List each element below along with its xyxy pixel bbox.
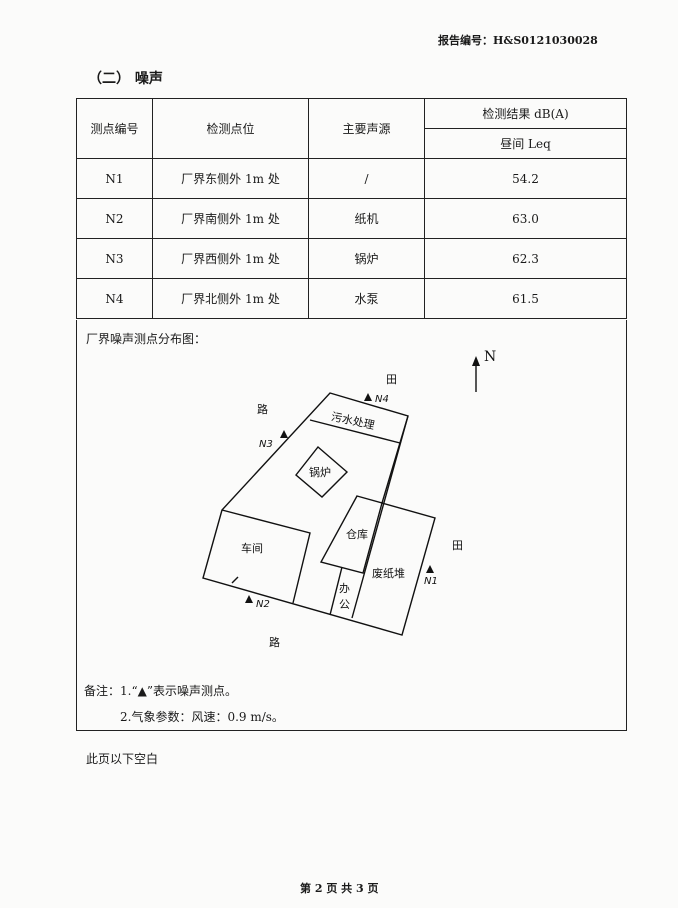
table-row: N4 厂界北侧外 1m 处 水泵 61.5	[76, 278, 627, 319]
page-footer: 第 2 页 共 3 页	[300, 882, 379, 895]
header-point-id: 测点编号	[76, 98, 153, 159]
sewage-divider	[309, 419, 401, 444]
cell-value: 54.2	[424, 158, 627, 199]
table-row: N3 厂界西侧外 1m 处 锅炉 62.3	[76, 238, 627, 279]
office-label-2: 公	[339, 598, 350, 611]
table-header-row: 测点编号 检测点位 主要声源 检测结果 dB(A)	[76, 98, 627, 159]
n3-label: N3	[259, 439, 273, 450]
warehouse-label: 仓库	[346, 527, 368, 541]
warehouse-outline	[319, 495, 383, 574]
header-result-sub: 昼间 Leq	[424, 128, 627, 159]
section-title: （二） 噪声	[88, 71, 163, 87]
cell-location: 厂界南侧外 1m 处	[152, 198, 309, 239]
n1-label: N1	[424, 576, 438, 587]
inner-boundary-line	[351, 415, 409, 619]
noise-table: 测点编号 检测点位 主要声源 检测结果 dB(A) 昼间 Leq N1 厂界东侧…	[76, 98, 627, 319]
road-west-label: 路	[257, 403, 268, 416]
north-arrow-head	[472, 356, 480, 366]
cell-location: 厂界北侧外 1m 处	[152, 278, 309, 319]
header-source: 主要声源	[308, 98, 425, 159]
sewage-label: 污水处理	[330, 410, 376, 432]
measure-points	[245, 393, 434, 603]
report-number: 报告编号：H&S0121030028	[438, 34, 598, 47]
north-label: N	[484, 349, 496, 365]
cell-source: 水泵	[308, 278, 425, 319]
office-left	[329, 566, 343, 616]
cell-value: 62.3	[424, 238, 627, 279]
road-south-label: 路	[269, 636, 280, 649]
n4-label: N4	[375, 394, 389, 405]
field-north-label: 田	[386, 373, 397, 386]
cell-location: 厂界东侧外 1m 处	[152, 158, 309, 199]
header-result: 检测结果 dB(A)	[424, 98, 627, 129]
map-title: 厂界噪声测点分布图：	[86, 332, 207, 346]
cell-id: N3	[76, 238, 153, 279]
wastepaper-label: 废纸堆	[372, 566, 405, 580]
map-box	[76, 320, 627, 731]
table-row: N1 厂界东侧外 1m 处 / 54.2	[76, 158, 627, 199]
blank-note: 此页以下空白	[86, 752, 159, 766]
cell-source: 纸机	[308, 198, 425, 239]
boiler-outline	[295, 445, 349, 498]
note-2: 2.气象参数：风速：0.9 m/s。	[120, 710, 284, 724]
n4-triangle-icon	[364, 393, 372, 401]
n2-label: N2	[256, 599, 270, 610]
field-east-label: 田	[452, 539, 463, 552]
cell-id: N2	[76, 198, 153, 239]
workshop-label: 车间	[241, 541, 263, 555]
n1-triangle-icon	[426, 565, 434, 573]
gate-mark	[231, 576, 239, 584]
cell-value: 63.0	[424, 198, 627, 239]
cell-location: 厂界西侧外 1m 处	[152, 238, 309, 279]
note-1: 备注：1.“▲”表示噪声测点。	[84, 684, 237, 698]
cell-id: N1	[76, 158, 153, 199]
n3-triangle-icon	[280, 430, 288, 438]
cell-value: 61.5	[424, 278, 627, 319]
n2-triangle-icon	[245, 595, 253, 603]
workshop-outline	[221, 509, 311, 604]
cell-source: 锅炉	[308, 238, 425, 279]
boiler-label: 锅炉	[309, 466, 331, 479]
office-label-1: 办	[339, 582, 350, 595]
table-row: N2 厂界南侧外 1m 处 纸机 63.0	[76, 198, 627, 239]
